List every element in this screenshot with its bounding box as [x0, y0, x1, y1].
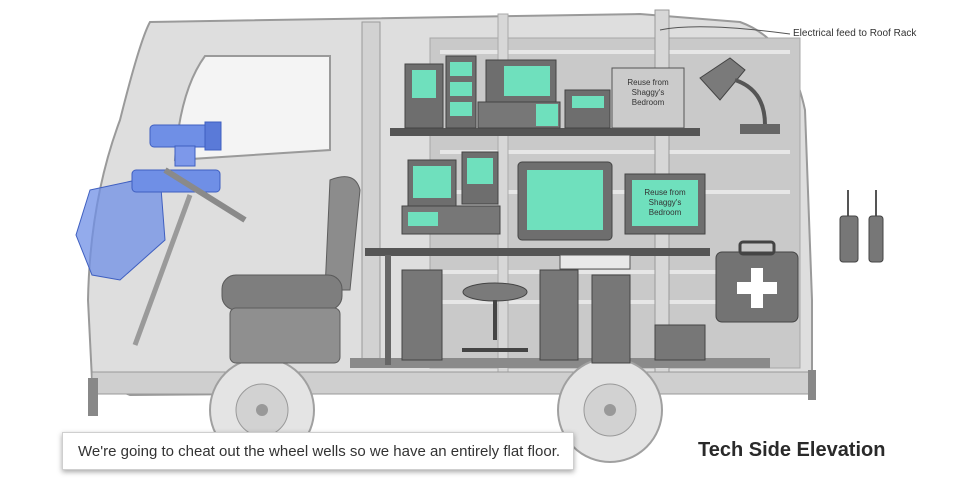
roof-rack-callout: Electrical feed to Roof Rack	[793, 28, 917, 39]
power-strip	[559, 254, 631, 270]
rear-wheel	[557, 357, 663, 463]
crate-top-label-1: Reuse from	[627, 78, 669, 87]
monitor-right-label-3: Bedroom	[649, 208, 682, 217]
upper-equipment	[404, 55, 685, 129]
equipment-case	[654, 324, 706, 361]
note-box: We're going to cheat out the wheel wells…	[62, 432, 574, 470]
storage-crate-top	[611, 67, 685, 129]
first-aid-kit	[715, 240, 799, 323]
crate-top-label-3: Bedroom	[632, 98, 665, 107]
b-pillar	[361, 21, 381, 363]
roof-rack-feed	[659, 26, 791, 35]
van-floor	[350, 358, 770, 368]
desk-lamp	[699, 57, 780, 134]
monitor-right-label-1: Reuse from	[644, 188, 686, 197]
walkie-talkies	[839, 190, 884, 263]
note-text: We're going to cheat out the wheel wells…	[78, 442, 561, 460]
middle-monitors	[401, 151, 706, 241]
driver-seat	[221, 176, 361, 364]
camera-highlight	[131, 121, 222, 193]
steering-column	[163, 167, 247, 223]
crate-top-label-2: Shaggy's	[632, 88, 665, 97]
upper-shelf	[390, 128, 700, 136]
monitor-right-label-2: Shaggy's	[649, 198, 682, 207]
computer-towers	[401, 269, 631, 364]
office-chair	[462, 282, 528, 352]
diagram-title: Tech Side Elevation	[698, 439, 886, 461]
desk-surface	[365, 248, 710, 256]
